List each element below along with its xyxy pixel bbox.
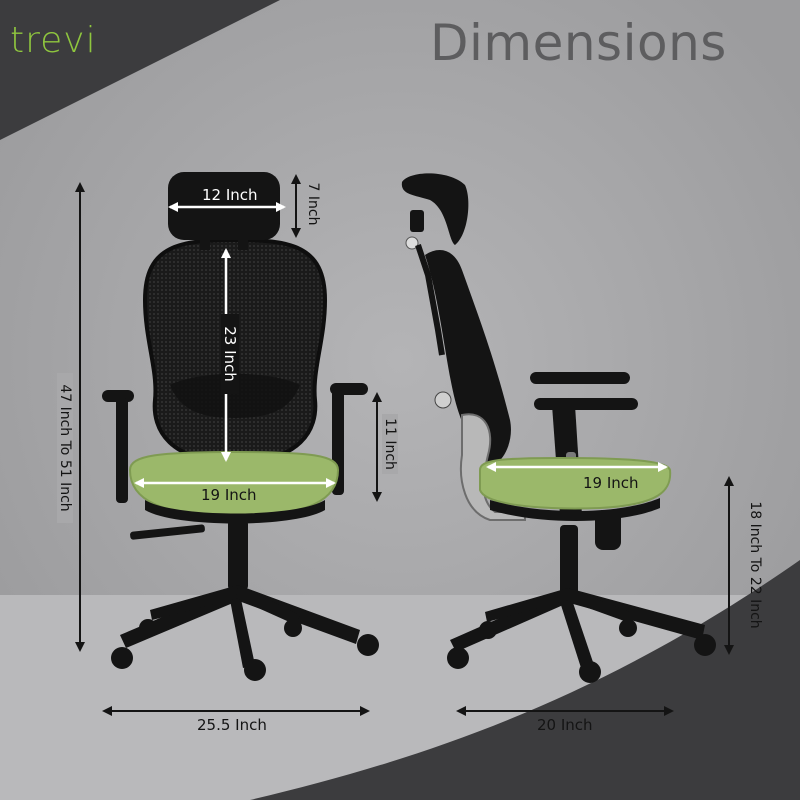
side-chair-silver-frame <box>459 413 526 521</box>
label-backrest-height: 23 Inch <box>221 314 239 394</box>
bottom-right-dark-corner <box>250 560 800 800</box>
label-base-width: 25.5 Inch <box>197 716 267 734</box>
label-base-depth: 20 Inch <box>537 716 593 734</box>
page-title: Dimensions <box>430 14 727 72</box>
front-chair-base <box>111 520 379 681</box>
label-seat-width: 19 Inch <box>201 486 257 504</box>
label-side-seat-depth: 19 Inch <box>583 474 639 492</box>
label-headrest-width: 12 Inch <box>199 186 261 204</box>
side-chair-backrest <box>425 250 511 470</box>
trevi-logo: trevi <box>10 20 97 61</box>
side-chair-base <box>447 510 716 683</box>
label-headrest-height: 7 Inch <box>305 182 321 226</box>
front-chair-lumbar <box>170 373 300 418</box>
dimension-arrows <box>75 174 734 716</box>
label-armrest-height: 11 Inch <box>382 414 398 474</box>
label-overall-height: 47 Inch To 51 Inch <box>57 373 73 523</box>
label-seat-height: 18 Inch To 22 Inch <box>747 501 763 629</box>
side-chair-headrest <box>401 173 469 245</box>
top-left-dark-corner <box>0 0 280 140</box>
side-chair-seat <box>479 456 672 510</box>
